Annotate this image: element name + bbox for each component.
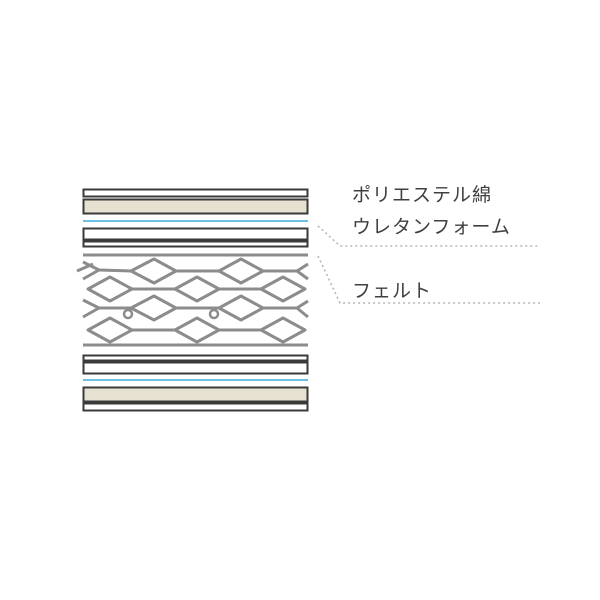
bottom-layers <box>82 354 309 412</box>
label-polyester-cotton: ポリエステル綿 <box>352 184 493 206</box>
spring-coil <box>173 275 221 303</box>
label-felt: フェルト <box>352 280 433 302</box>
spring-coil <box>129 294 178 322</box>
spring-coil <box>129 257 178 285</box>
bottom-felt-layer <box>82 354 309 362</box>
spring-coil <box>82 298 309 319</box>
bottom-polyester-layer <box>82 386 309 403</box>
top-cover-layer <box>82 188 309 198</box>
spring-coil <box>76 260 101 281</box>
spring-unit <box>76 253 309 347</box>
spring-coil <box>98 262 309 281</box>
spring-coil <box>217 294 265 322</box>
spring-knot <box>122 308 134 320</box>
spring-coil <box>259 275 307 303</box>
top-urethane-layer <box>82 227 309 241</box>
top-polyester-layer <box>82 198 309 215</box>
leader-line-felt <box>317 255 540 304</box>
spring-coil <box>86 316 134 344</box>
spring-coil <box>217 257 265 285</box>
top-felt-layer <box>82 240 309 248</box>
leader-lines <box>317 225 540 304</box>
spring-coil <box>173 316 221 344</box>
top-layers <box>82 188 309 248</box>
label-urethane-foam: ウレタンフォーム <box>352 216 511 238</box>
spring-coil <box>86 275 134 303</box>
bottom-cover-layer <box>82 402 309 412</box>
spring-knot <box>208 308 220 320</box>
bottom-urethane-layer <box>82 361 309 375</box>
spring-coil <box>259 316 307 344</box>
